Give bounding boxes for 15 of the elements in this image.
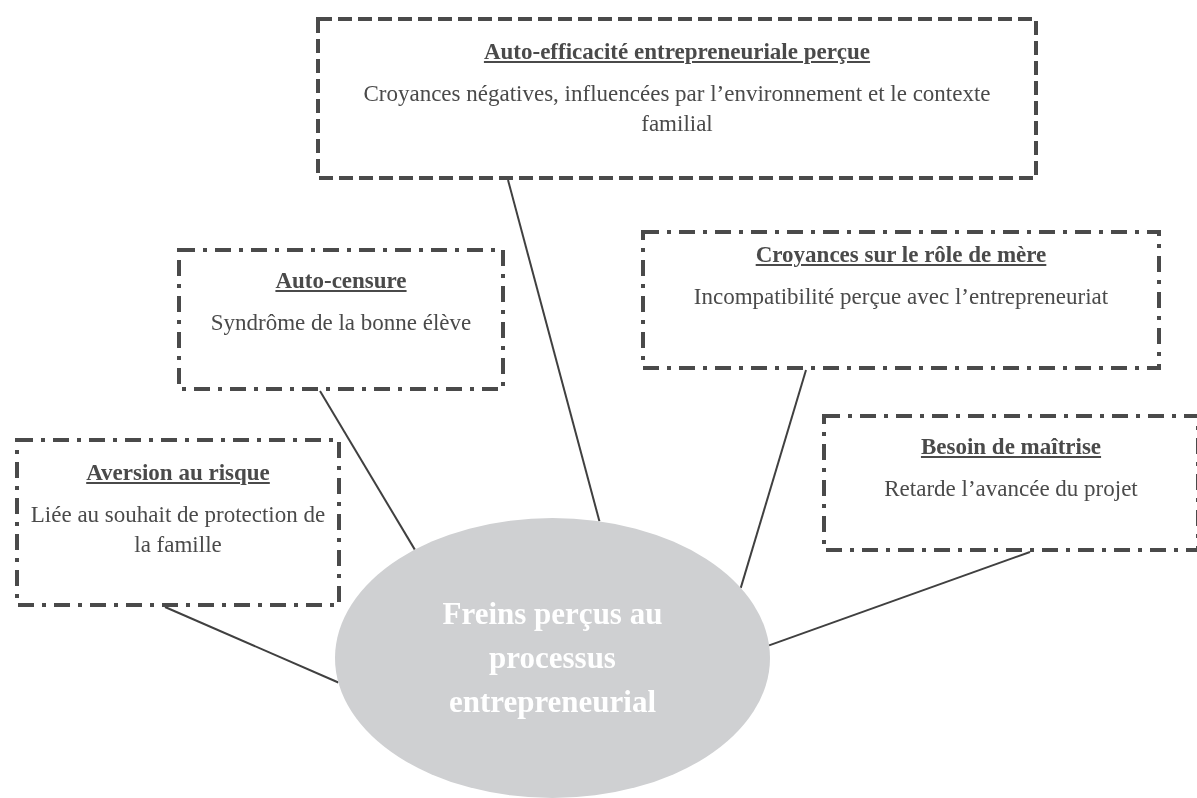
box-heading: Auto-efficacité entrepreneuriale perçue — [483, 38, 871, 66]
connector-line — [507, 179, 601, 523]
connector-line — [768, 551, 1031, 647]
box-description: Syndrôme de la bonne élève — [210, 309, 472, 337]
box-description: Croyances négatives, influencées par l’environnement et le contexte familial — [362, 80, 992, 138]
box-heading: Croyances sur le rôle de mère — [755, 241, 1047, 269]
box-description: Retarde l’avancée du projet — [884, 475, 1138, 503]
box-description: Liée au souhait de protection de la famille — [29, 501, 327, 559]
connector-line — [164, 606, 340, 684]
box-heading: Auto-censure — [275, 267, 407, 295]
box-heading: Besoin de maîtrise — [920, 433, 1102, 461]
box-description: Incompatibilité perçue avec l’entrepreneuriat — [693, 283, 1109, 311]
box-heading: Aversion au risque — [86, 459, 270, 487]
connector-line — [739, 369, 807, 589]
connector-line — [319, 390, 416, 551]
